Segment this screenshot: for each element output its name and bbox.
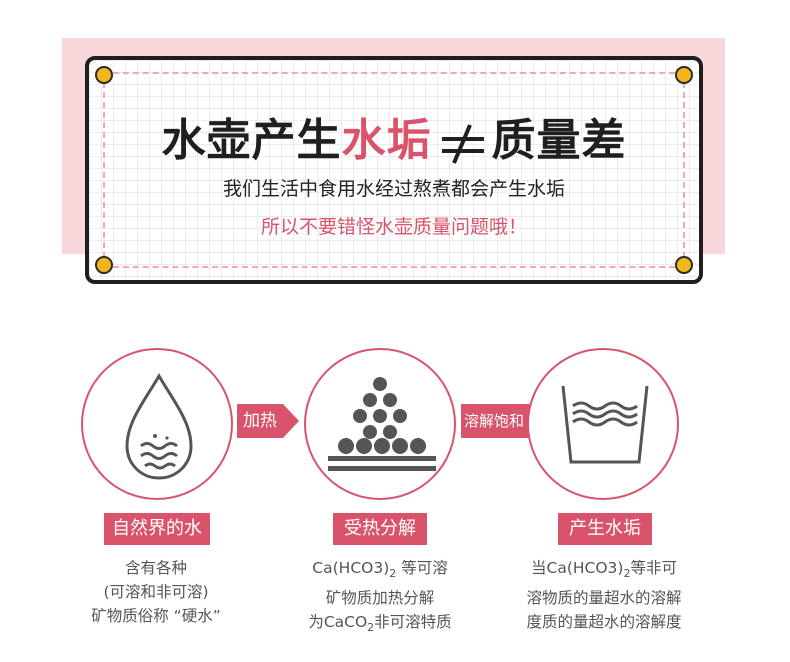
desc-line: (可溶和非可溶) <box>103 583 209 601</box>
desc-line: 含有各种 <box>124 559 187 577</box>
scale-container-icon <box>561 385 649 464</box>
step-circle-decompose <box>304 348 456 500</box>
arrow-label: 加热 <box>243 411 277 431</box>
arrow-saturation: 溶解饱和 <box>461 404 543 438</box>
dashed-border <box>103 72 685 268</box>
desc-line: 溶物质的量超水的溶解 <box>526 589 682 608</box>
desc-line: 度质的量超水的溶解度 <box>526 613 682 632</box>
corner-dot-icon <box>95 256 113 274</box>
subtitle-red: 所以不要错怪水壶质量问题哦！ <box>260 216 527 238</box>
not-equal-icon <box>438 121 486 165</box>
corner-dot-icon <box>675 66 693 84</box>
corner-dot-icon <box>675 256 693 274</box>
step-circle-scale <box>527 348 679 500</box>
page-title: 水壶产生水垢 质量差 <box>89 104 699 168</box>
step-circle-natural-water <box>81 348 233 500</box>
desc-line: 为CaCO2非可溶特质 <box>308 613 452 635</box>
step-description: 当Ca(HCO3)2等非可 溶物质的量超水的溶解 度质的量超水的溶解度 <box>504 556 704 634</box>
desc-line: 当Ca(HCO3)2等非可 <box>531 559 677 581</box>
step-description: 含有各种 (可溶和非可溶) 矿物质俗称 “硬水” <box>56 556 256 628</box>
subtitle: 我们生活中食用水经过熬煮都会产生水垢 <box>222 178 565 200</box>
title-part2: 质量差 <box>491 115 627 166</box>
arrow-label: 溶解饱和 <box>464 412 525 430</box>
step-tag: 自然界的水 <box>104 513 210 545</box>
desc-line: 矿物质俗称 “硬水” <box>91 607 221 625</box>
mineral-particles-icon <box>328 377 436 471</box>
water-drop-icon <box>125 373 193 480</box>
desc-line: 矿物质加热分解 <box>325 589 435 608</box>
arrow-heating: 加热 <box>237 404 299 438</box>
corner-dot-icon <box>95 66 113 84</box>
title-part1: 水壶产生 <box>161 115 342 166</box>
desc-line: Ca(HCO3)2 等可溶 <box>312 559 448 581</box>
step-description: Ca(HCO3)2 等可溶 矿物质加热分解 为CaCO2非可溶特质 <box>280 556 480 640</box>
step-tag: 产生水垢 <box>558 513 652 545</box>
title-red: 水垢 <box>341 115 432 166</box>
headline-card: 水壶产生水垢 质量差 我们生活中食用水经过熬煮都会产生水垢 所以不要错怪水壶质量问… <box>85 56 703 284</box>
step-tag: 受热分解 <box>333 513 427 545</box>
